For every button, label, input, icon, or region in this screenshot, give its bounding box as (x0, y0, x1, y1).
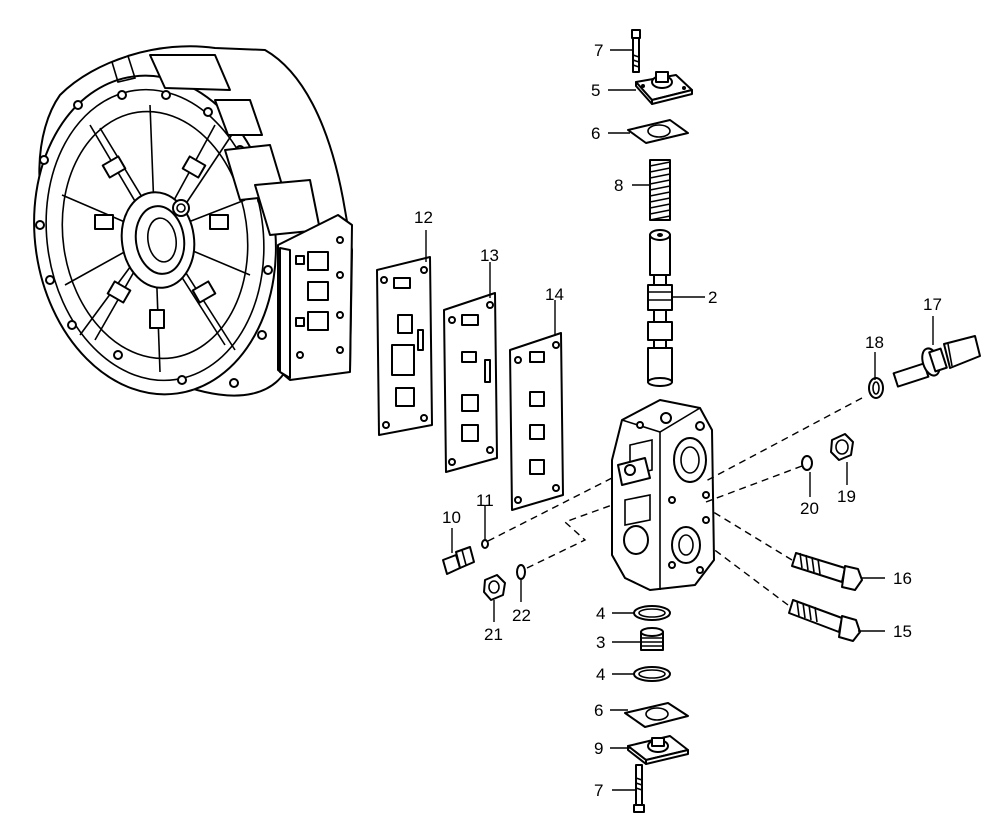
o-ring-11 (481, 539, 489, 549)
spring-8 (649, 159, 671, 221)
callout-5: 5 (591, 81, 600, 100)
callout-22: 22 (512, 606, 531, 625)
callout-18: 18 (865, 333, 884, 352)
o-ring-22 (516, 564, 526, 580)
callout-6-bottom: 6 (594, 701, 603, 720)
callout-20: 20 (800, 499, 819, 518)
control-valve-body (611, 399, 715, 591)
callout-15: 15 (893, 622, 912, 641)
orifice-fitting-10 (442, 546, 475, 575)
callout-8: 8 (614, 176, 623, 195)
gasket-plate-12 (376, 256, 433, 436)
o-ring-20 (801, 455, 813, 471)
callout-2: 2 (708, 288, 717, 307)
callout-3: 3 (596, 633, 605, 652)
assembly-center-lines (487, 397, 863, 606)
callout-7-bottom: 7 (594, 781, 603, 800)
callout-21: 21 (484, 625, 503, 644)
plug-19 (830, 433, 854, 461)
bolt-7-bottom (633, 764, 645, 813)
gasket-plate-14 (509, 332, 564, 511)
cover-plate-9 (627, 735, 689, 765)
gasket-6-bottom (624, 702, 689, 728)
callout-6-top: 6 (591, 124, 600, 143)
bolt-15 (788, 599, 861, 642)
leader-lines (425, 49, 934, 791)
callout-7-top: 7 (594, 41, 603, 60)
cover-plate-5 (635, 71, 693, 105)
gasket-6-top (627, 119, 689, 144)
bolt-16 (791, 552, 863, 591)
callout-labels: 7 5 6 8 2 12 13 14 17 18 19 20 10 11 16 … (414, 41, 942, 800)
gasket-plate-13 (443, 292, 498, 473)
callout-19: 19 (837, 487, 856, 506)
callout-16: 16 (893, 569, 912, 588)
o-ring-4-lower (633, 666, 671, 682)
callout-4-lower: 4 (596, 665, 605, 684)
valve-spool-2 (647, 229, 673, 387)
callout-12: 12 (414, 208, 433, 227)
callout-17: 17 (923, 295, 942, 314)
transmission-housing (33, 45, 353, 397)
plug-21 (483, 574, 506, 601)
callout-13: 13 (480, 246, 499, 265)
bolt-7-top (631, 29, 641, 73)
callout-9: 9 (594, 739, 603, 758)
callout-4-upper: 4 (596, 604, 605, 623)
callout-14: 14 (545, 285, 564, 304)
housing-mounting-ports (295, 236, 344, 359)
o-ring-18 (868, 377, 884, 399)
callout-10: 10 (442, 508, 461, 527)
callout-11: 11 (476, 491, 494, 510)
o-ring-4-upper (633, 605, 671, 621)
hose-fitting-17 (892, 335, 981, 388)
plug-3 (640, 627, 664, 651)
